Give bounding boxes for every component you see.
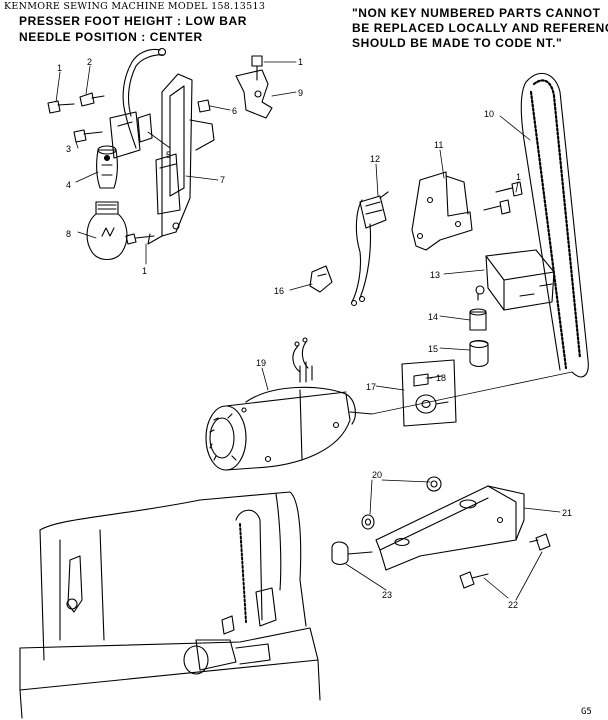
bracket-screws [483,181,523,215]
motor-pulley-parts [469,285,489,368]
callout-17: 17 [366,382,376,392]
callout-4: 4 [66,180,71,190]
callout-2: 2 [87,57,92,67]
drive-belt [520,72,589,378]
diagram-title: KENMORE SEWING MACHINE MODEL 158.13513 [4,1,266,12]
pulley-inset-box [401,359,457,427]
callout-22: 22 [508,600,518,610]
callout-19: 19 [256,358,266,368]
callout-8: 8 [66,229,71,239]
speed-control-box [485,249,555,311]
lamp-socket [96,145,118,189]
callout-20: 20 [372,470,382,480]
callout-9: 9 [298,88,303,98]
parts-note-line-3: SHOULD BE MADE TO CODE NT." [352,36,563,50]
callout-leaders [55,61,561,601]
motor-leader-line [371,371,573,415]
callout-7: 7 [220,175,225,185]
page-code: G5 [581,707,592,717]
parts-note-line-1: "NON KEY NUMBERED PARTS CANNOT [352,6,601,20]
callout-10: 10 [484,109,494,119]
presser-foot-height: PRESSER FOOT HEIGHT : LOW BAR [19,14,248,28]
callout-11: 11 [434,140,443,150]
callout-13: 13 [430,270,440,280]
callout-1c: 1 [298,57,303,67]
terminal-block-wires [350,191,389,307]
washers [361,476,442,530]
callout-1a: 1 [57,63,62,73]
sewing-machine-outline [19,491,321,719]
callout-14: 14 [428,312,438,322]
callout-16: 16 [274,286,284,296]
motor [205,337,373,471]
screws-left-group [47,92,211,245]
callout-23: 23 [382,590,392,600]
light-bulb [86,201,128,261]
pulley-spring-clip [309,265,333,293]
lamp-shade-piece [155,153,181,215]
parts-note-line-2: BE REPLACED LOCALLY AND REFERENCE [352,21,608,35]
needle-position: NEEDLE POSITION : CENTER [19,30,203,44]
callout-21: 21 [562,508,572,518]
thread-guide-bracket [235,55,273,119]
motor-base-bracket [375,485,525,571]
callout-12: 12 [370,154,380,164]
small-clip [137,113,153,143]
callout-18: 18 [436,373,446,383]
callout-6: 6 [232,106,237,116]
callout-3: 3 [66,144,71,154]
lamp-bracket-plate [147,73,215,245]
base-screws [331,533,551,589]
callout-1b: 1 [142,266,147,276]
callout-15: 15 [428,344,438,354]
lamp-socket-wire [122,47,167,149]
lamp-socket-bracket [109,111,141,159]
callout-1d: 1 [516,172,521,182]
callout-5: 5 [166,150,171,160]
motor-mount-bracket [411,171,473,251]
